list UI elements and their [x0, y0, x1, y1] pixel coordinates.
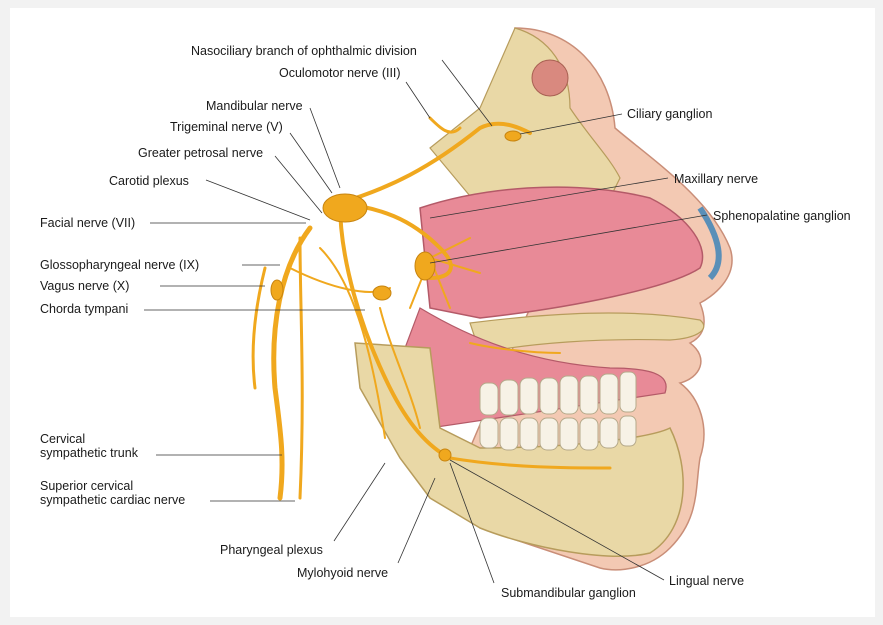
label-maxillary: Maxillary nerve	[674, 172, 758, 186]
label-superior-cervical: Superior cervical sympathetic cardiac ne…	[40, 479, 185, 507]
label-greater-petrosal: Greater petrosal nerve	[138, 146, 263, 160]
label-glossopharyngeal: Glossopharyngeal nerve (IX)	[40, 258, 199, 272]
label-trigeminal: Trigeminal nerve (V)	[170, 120, 283, 134]
label-sphenopalatine: Sphenopalatine ganglion	[713, 209, 851, 223]
label-nasociliary: Nasociliary branch of ophthalmic divisio…	[191, 44, 417, 58]
label-mylohyoid: Mylohyoid nerve	[297, 566, 388, 580]
label-chorda-tympani: Chorda tympani	[40, 302, 128, 316]
head-section-illustration	[10, 8, 875, 617]
label-ciliary: Ciliary ganglion	[627, 107, 712, 121]
label-lingual: Lingual nerve	[669, 574, 744, 588]
label-vagus: Vagus nerve (X)	[40, 279, 129, 293]
label-facial: Facial nerve (VII)	[40, 216, 135, 230]
anatomy-figure: Nasociliary branch of ophthalmic divisio…	[10, 8, 875, 617]
label-submandibular: Submandibular ganglion	[501, 586, 636, 600]
label-pharyngeal-plexus: Pharyngeal plexus	[220, 543, 323, 557]
label-cervical-sympathetic: Cervical sympathetic trunk	[40, 432, 138, 460]
frontal-sinus	[532, 60, 568, 96]
label-carotid-plexus: Carotid plexus	[109, 174, 189, 188]
label-oculomotor: Oculomotor nerve (III)	[279, 66, 401, 80]
label-mandibular: Mandibular nerve	[206, 99, 303, 113]
